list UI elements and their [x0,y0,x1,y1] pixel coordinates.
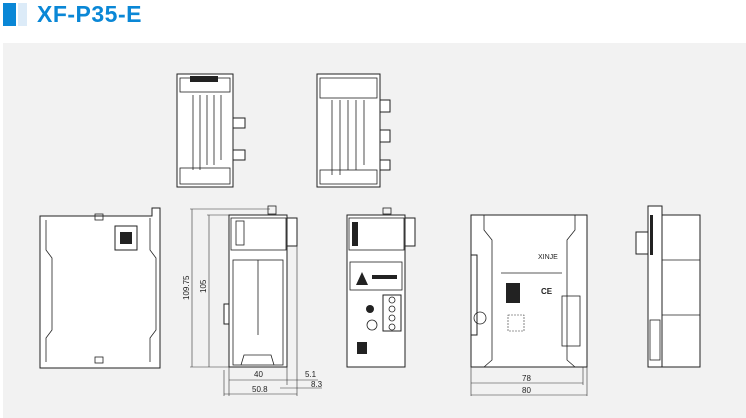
dim-height-total: 109.75 [182,275,191,300]
title-marker-light [18,3,27,26]
svg-text:XINJE: XINJE [538,254,558,261]
left-side-view [39,207,161,369]
dim-width-body: 40 [254,370,263,379]
page-title: XF-P35-E [37,1,142,27]
top-view [176,73,246,188]
dim-offset-large: 8.3 [311,380,323,389]
title-marker [3,3,16,26]
front-view-dimensioned: 109.75 105 40 50.8 5.1 8.3 [182,205,323,396]
svg-text:CE: CE [541,287,553,296]
dim-depth-total: 80 [522,386,531,395]
bottom-view [316,73,391,188]
right-side-view [635,205,701,368]
side-view: XINJE CE 78 80 [470,214,588,396]
dim-offset-small: 5.1 [305,370,317,379]
front-view [346,207,416,368]
dim-depth-body: 78 [522,374,531,383]
dim-width-total: 50.8 [252,385,268,394]
dim-height-body: 105 [199,279,208,293]
